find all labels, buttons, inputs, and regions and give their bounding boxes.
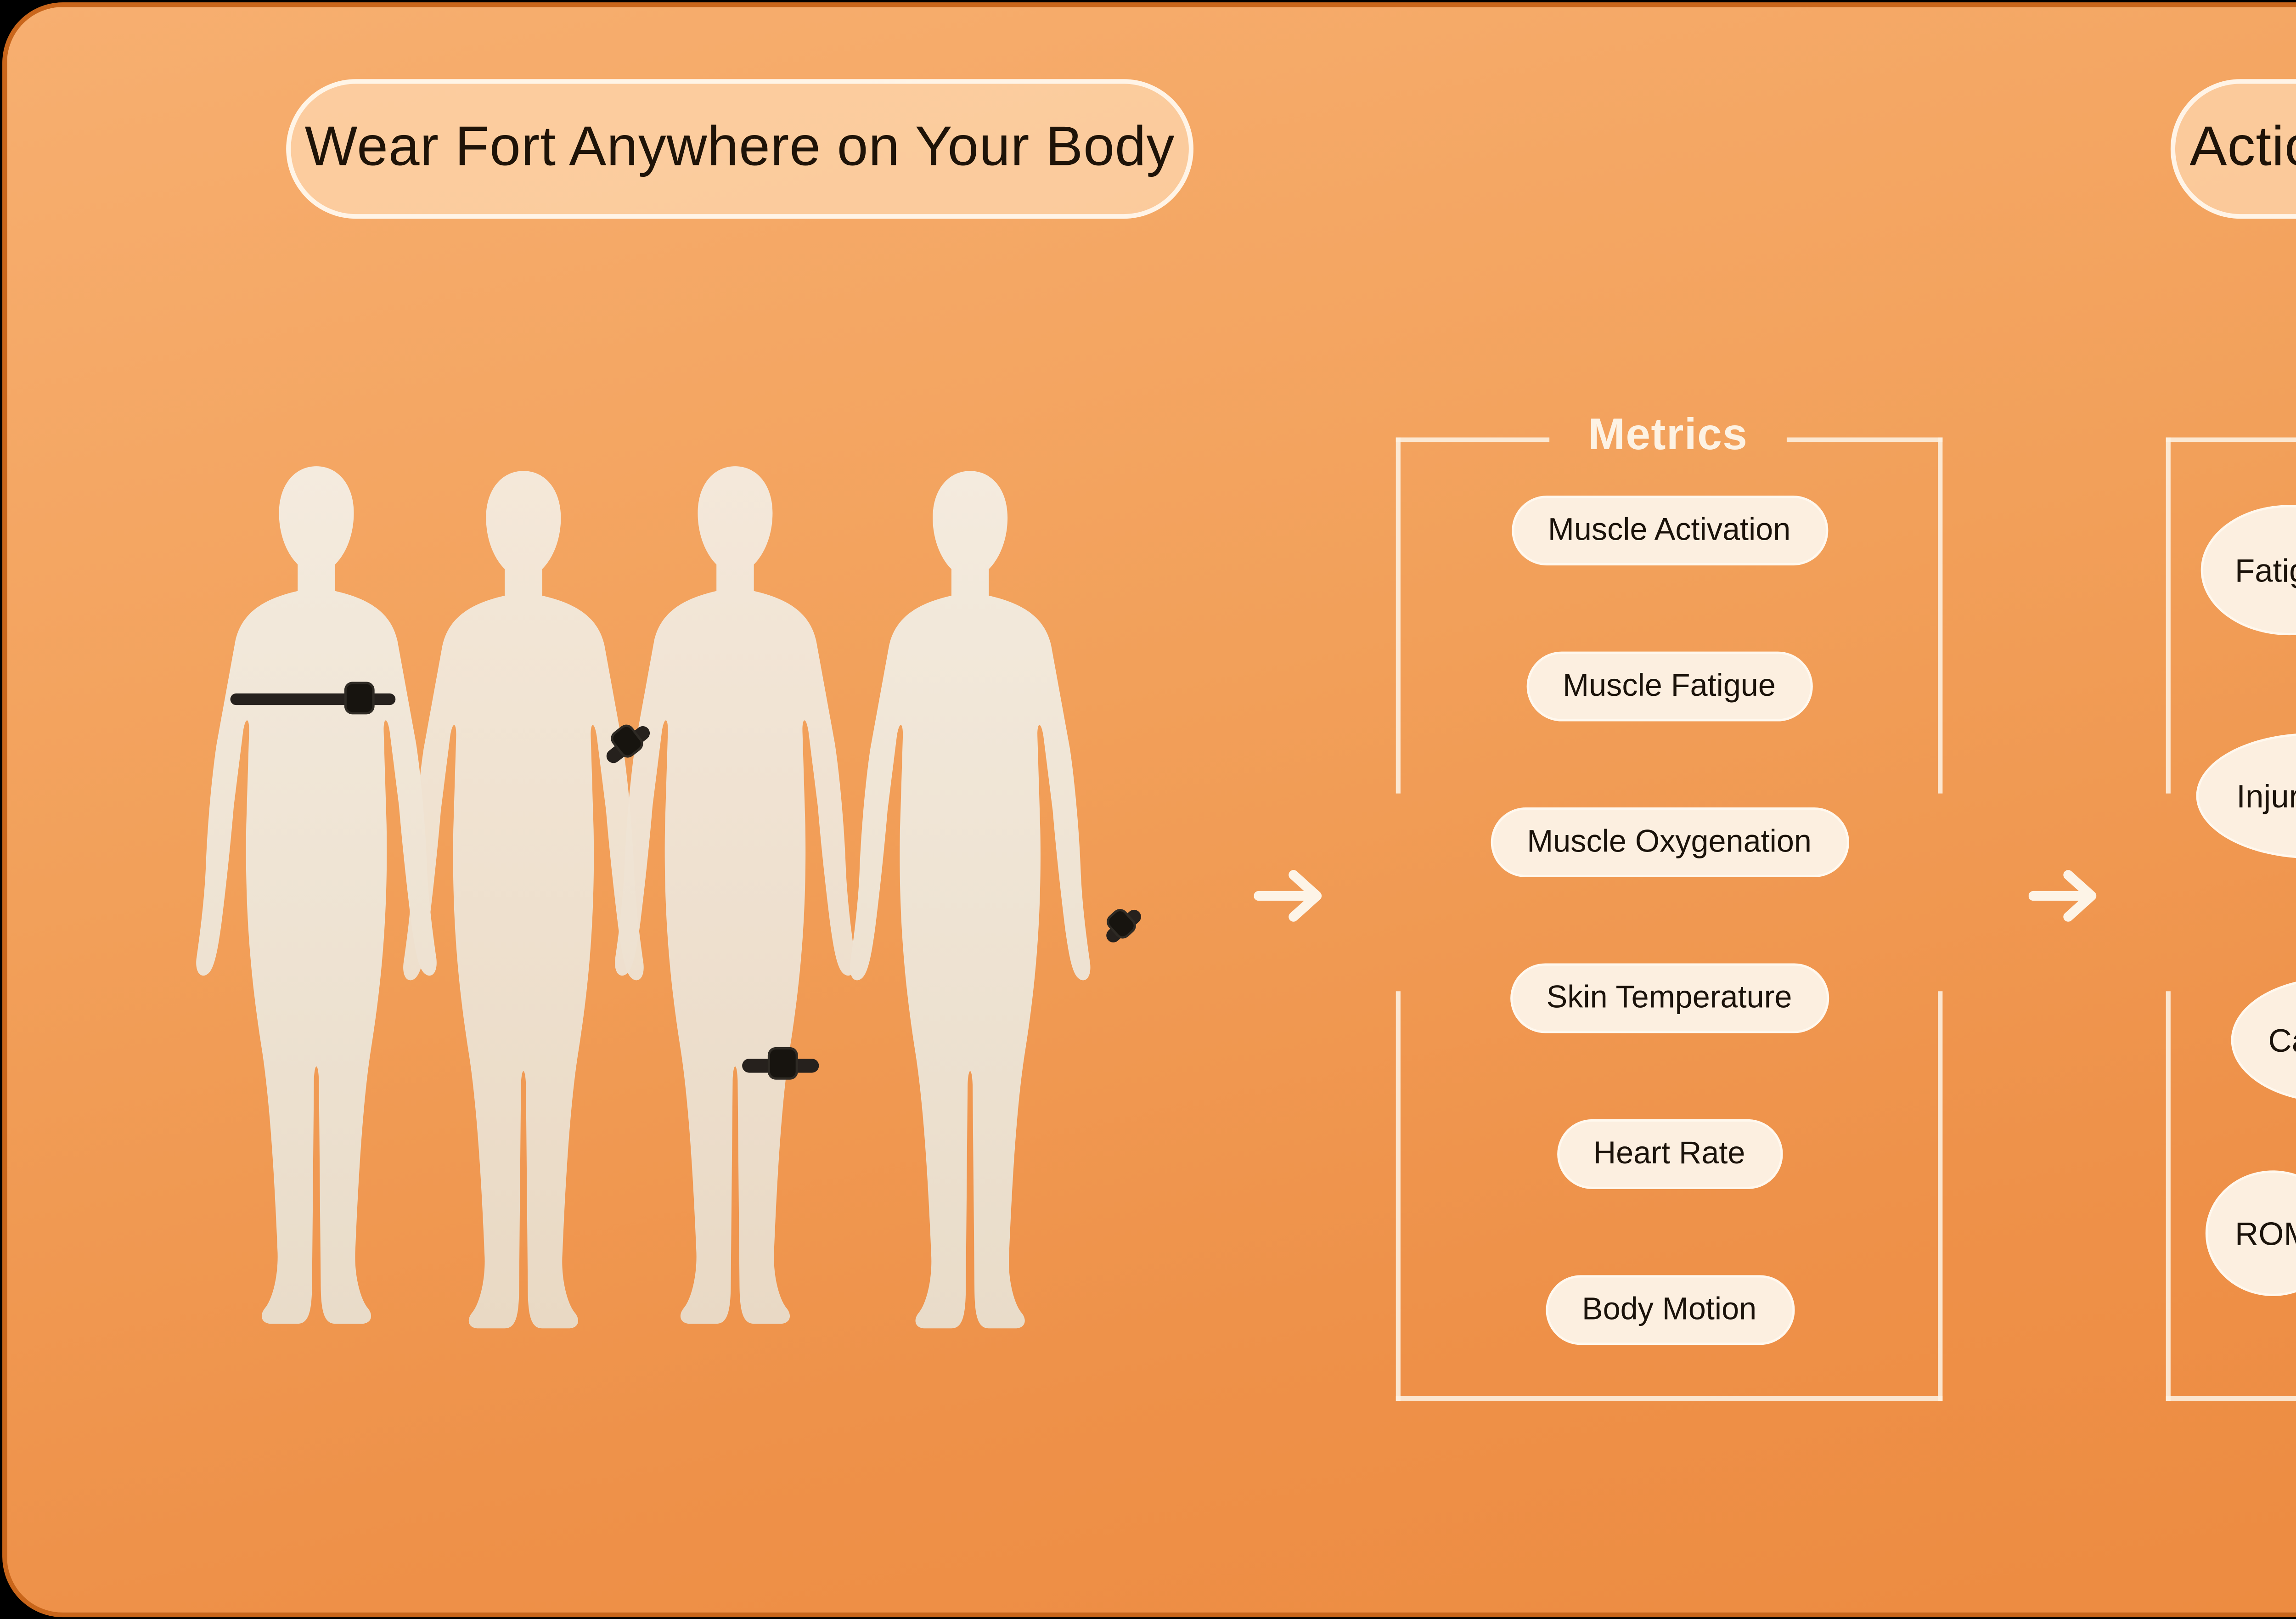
metric-pill-heart-rate: Heart Rate — [1556, 1119, 1783, 1189]
header-left-label: Wear Fort Anywhere on Your Body — [304, 116, 1175, 180]
thigh-sensor-device — [770, 1049, 796, 1077]
flow-arrow-icon — [2028, 870, 2097, 922]
metrics-pill-list: Muscle Activation Muscle Fatigue Muscle … — [1396, 437, 1943, 1400]
header-actionable-insights: Actionable Insights Delivered to Your Ph… — [2170, 79, 2296, 219]
header-right-label: Actionable Insights Delivered to Your Ph… — [2189, 116, 2296, 180]
metric-pill-muscle-oxygenation: Muscle Oxygenation — [1490, 807, 1849, 877]
flow-arrow-icon — [1254, 870, 1322, 922]
header-wear-anywhere: Wear Fort Anywhere on Your Body — [286, 79, 1194, 219]
insight-pill-injury-risk: Injury Risk — [2196, 733, 2296, 859]
metrics-title: Metrics — [1588, 412, 1748, 461]
insight-pill-cadence: Cadence — [2231, 977, 2296, 1103]
chest-sensor-device — [346, 684, 372, 712]
metric-pill-muscle-fatigue: Muscle Fatigue — [1525, 651, 1813, 722]
metric-pill-body-motion: Body Motion — [1544, 1275, 1794, 1345]
metric-pill-skin-temperature: Skin Temperature — [1509, 963, 1829, 1033]
insight-pill-fatigue: Fatigue — [2200, 505, 2296, 636]
metric-pill-muscle-activation: Muscle Activation — [1510, 496, 1828, 566]
insight-pill-rom: ROM — [2205, 1170, 2296, 1296]
